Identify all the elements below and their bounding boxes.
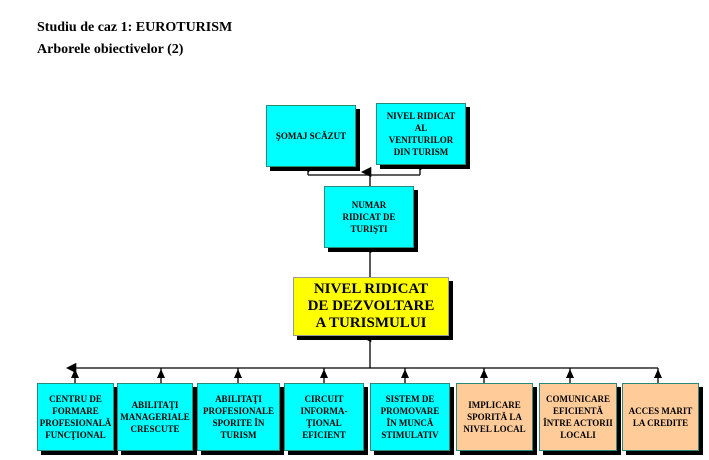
sub-objective-1: CENTRU DE FORMARE PROFESIONALĂ FUNCŢIONA…: [37, 383, 114, 451]
objective-nivel-venituri: NIVEL RIDICAT AL VENITURILOR DIN TURISM: [376, 103, 466, 165]
sub-objective-5: SISTEM DE PROMOVARE ÎN MUNCĂ STIMULATIV: [370, 383, 450, 451]
page-subtitle: Arborele obiectivelor (2): [37, 42, 184, 57]
objective-somaj-scazut: ŞOMAJ SCĂZUT: [266, 105, 356, 167]
sub-objective-7: COMUNICARE EFICIENTĂ ÎNTRE ACTORII LOCAL…: [539, 383, 617, 451]
central-objective: NIVEL RIDICAT DE DEZVOLTARE A TURISMULUI: [293, 277, 449, 336]
sub-objective-4: CIRCUIT INFORMA- ŢIONAL EFICIENT: [284, 383, 364, 451]
sub-objective-6: IMPLICARE SPORITĂ LA NIVEL LOCAL: [456, 383, 533, 451]
sub-objective-8: ACCES MARIT LA CREDITE: [622, 383, 699, 451]
page-title: Studiu de caz 1: EUROTURISM: [37, 20, 233, 35]
objective-numar-turisti: NUMAR RIDICAT DE TURIŞTI: [324, 186, 414, 248]
sub-objective-2: ABILITAŢI MANAGERIALE CRESCUTE: [117, 383, 193, 451]
sub-objective-3: ABILITAŢI PROFESIONALE SPORITE ÎN TURISM: [197, 383, 280, 451]
